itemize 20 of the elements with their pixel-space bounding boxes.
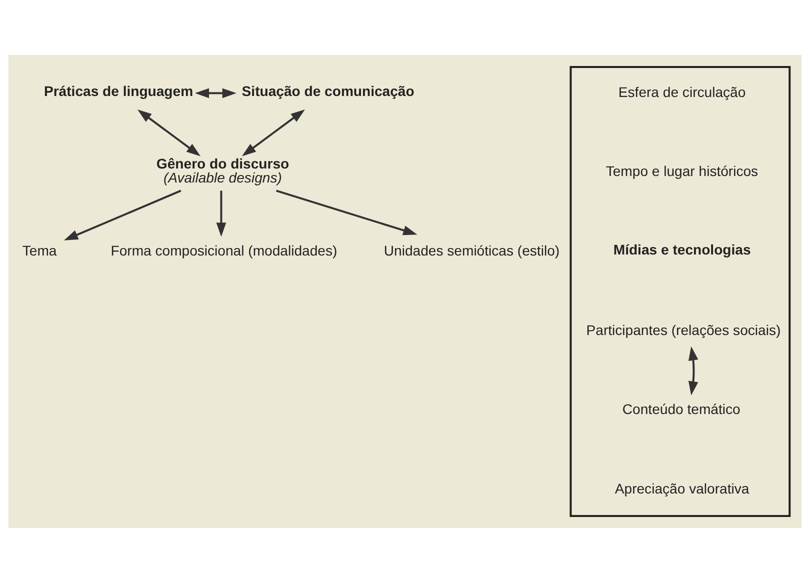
arrow bbox=[216, 190, 226, 237]
arrow bbox=[242, 110, 305, 156]
arrow bbox=[138, 110, 201, 156]
arrow bbox=[194, 88, 236, 98]
arrow bbox=[688, 346, 698, 396]
node-text: Conteúdo temático bbox=[622, 401, 740, 418]
node-text: Tema bbox=[22, 242, 57, 259]
node-text: Participantes (relações sociais) bbox=[586, 322, 781, 338]
node-text: Situação de comunicação bbox=[242, 82, 414, 99]
node-text: Forma composicional (modalidades) bbox=[110, 242, 338, 259]
cluster bbox=[570, 66, 791, 517]
node-text: Esfera de circulação bbox=[618, 84, 746, 100]
arrow bbox=[276, 190, 418, 236]
node-text: Tempo e lugar históricos bbox=[606, 163, 758, 180]
node-text: Gênero do discurso (Available designs) bbox=[156, 156, 290, 186]
node-text: Apreciação valorativa bbox=[614, 480, 750, 497]
node-text: Unidades semióticas (estilo) bbox=[384, 242, 560, 259]
node-text: Práticas de linguagem bbox=[44, 82, 194, 99]
arrow bbox=[64, 190, 182, 240]
node-text: Mídias e tecnologias bbox=[613, 242, 751, 258]
